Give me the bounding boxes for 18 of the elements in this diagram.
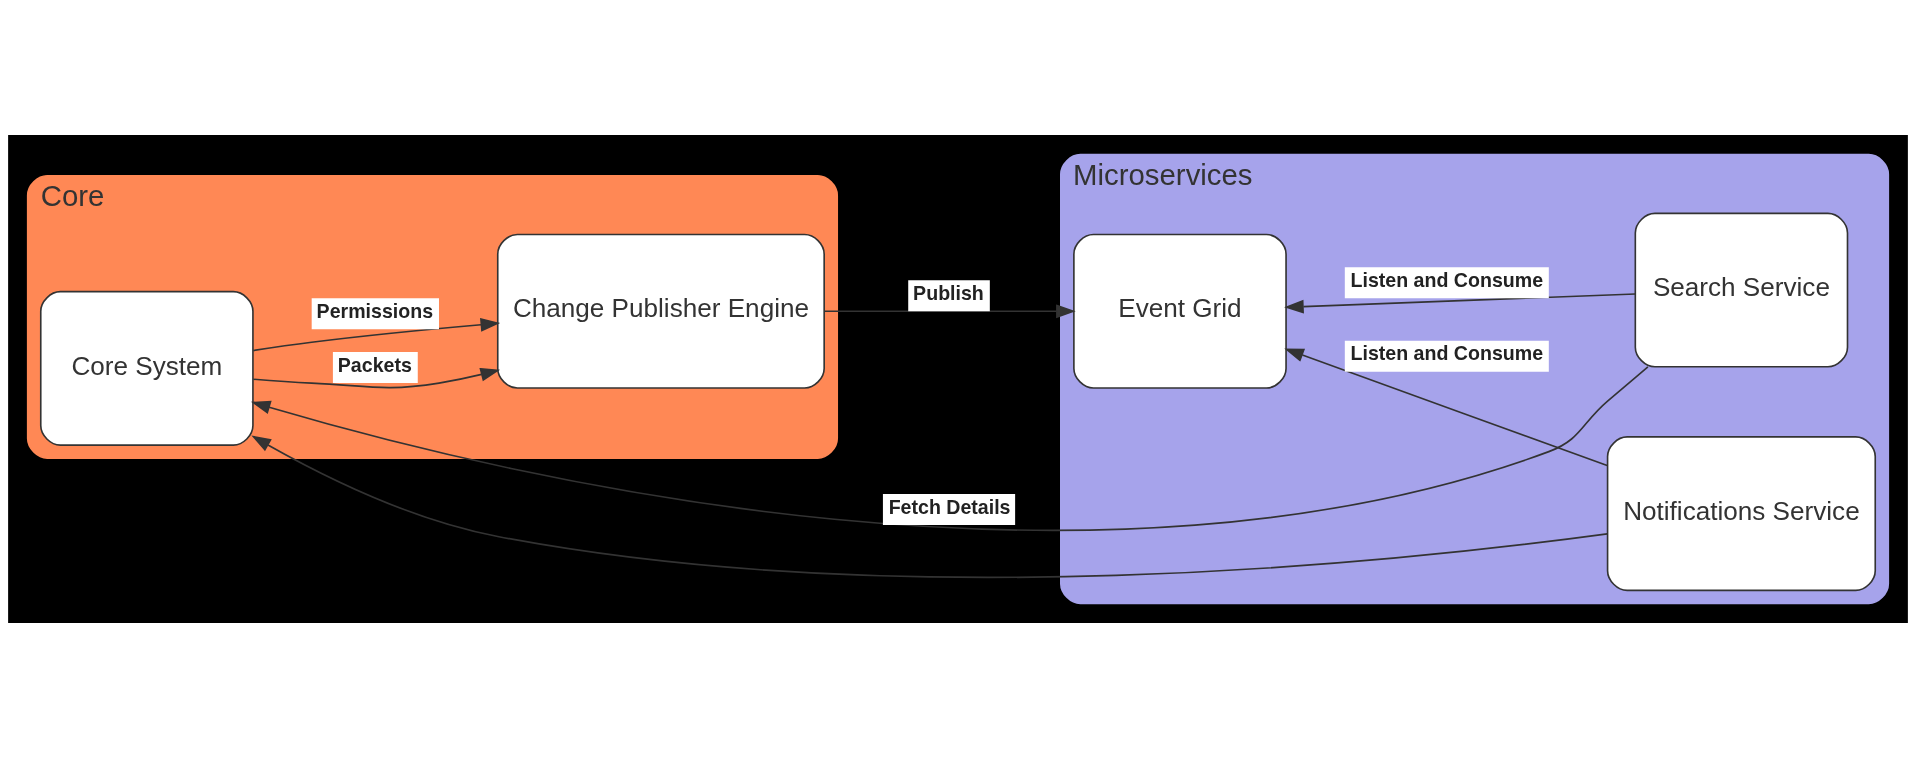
arrow: [252, 367, 501, 389]
edge-label: Publish: [913, 282, 984, 305]
arrow: [823, 304, 1076, 319]
node-box: Event Grid: [1073, 233, 1287, 389]
edge-label: Listen and Consume: [1350, 268, 1544, 291]
edge-label: Packets: [337, 353, 412, 376]
arrow: [251, 435, 1609, 579]
arrow: [1284, 293, 1637, 314]
node-box: Core System: [39, 290, 254, 446]
node-box: Search Service: [1634, 212, 1849, 368]
edge-label: Fetch Details: [888, 495, 1011, 518]
edge-label: Permissions: [316, 299, 434, 322]
arrow: [250, 366, 1649, 532]
edge-label: Listen and Consume: [1350, 342, 1544, 365]
arrow: [252, 317, 501, 352]
node-box: Change Publisher Engine: [496, 233, 825, 389]
node-box: Notifications Service: [1606, 436, 1877, 592]
arrow: [1284, 348, 1608, 467]
